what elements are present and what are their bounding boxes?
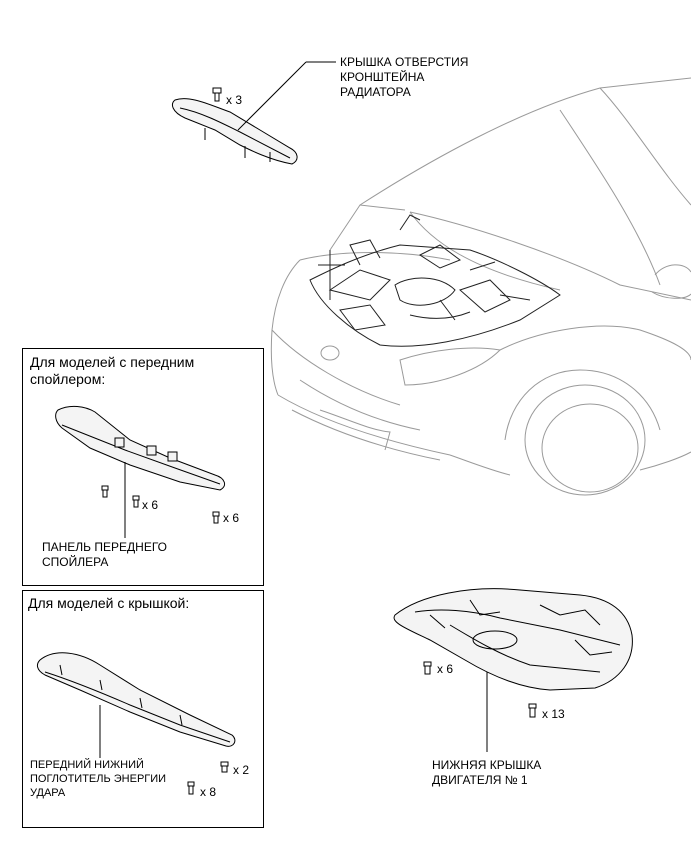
cover-models-box [22,590,264,828]
energy-absorber-label: ПЕРЕДНИЙ НИЖНИЙ ПОГЛОТИТЕЛЬ ЭНЕРГИИ УДАР… [30,759,167,799]
absorber-qty-a: x 2 [233,763,250,777]
engine-bay [309,214,561,347]
spoiler-models-box [22,348,264,586]
spoiler-panel-label: ПАНЕЛЬ ПЕРЕДНЕГО СПОЙЛЕРА [42,540,167,569]
radiator-cover-clip-icon [212,87,222,102]
energy-absorber-part [36,652,236,747]
under-cover-qty-b: x 13 [542,707,565,721]
absorber-clip-icon [187,761,229,795]
under-cover-qty-a: x 6 [437,662,454,676]
car-illustration [270,77,691,496]
spoiler-models-heading: Для моделей с передним спойлером: [30,354,195,387]
absorber-qty-b: x 8 [200,785,217,799]
spoiler-qty-b: x 6 [223,511,240,525]
spoiler-clip-icon [101,485,220,524]
front-spoiler-panel-part [55,405,226,491]
radiator-cover-qty: x 3 [226,93,243,107]
radiator-cover-leader [237,61,307,131]
radiator-cover-part [172,98,298,165]
engine-under-cover-part [393,588,633,691]
engine-under-cover-label: НИЖНЯЯ КРЫШКА ДВИГАТЕЛЯ № 1 [432,758,542,787]
radiator-cover-label: КРЫШКА ОТВЕРСТИЯ КРОНШТЕЙНА РАДИАТОРА [340,55,469,99]
spoiler-qty-a: x 6 [142,498,159,512]
under-cover-clip-icon [423,661,537,718]
cover-models-heading: Для моделей с крышкой: [28,595,190,611]
